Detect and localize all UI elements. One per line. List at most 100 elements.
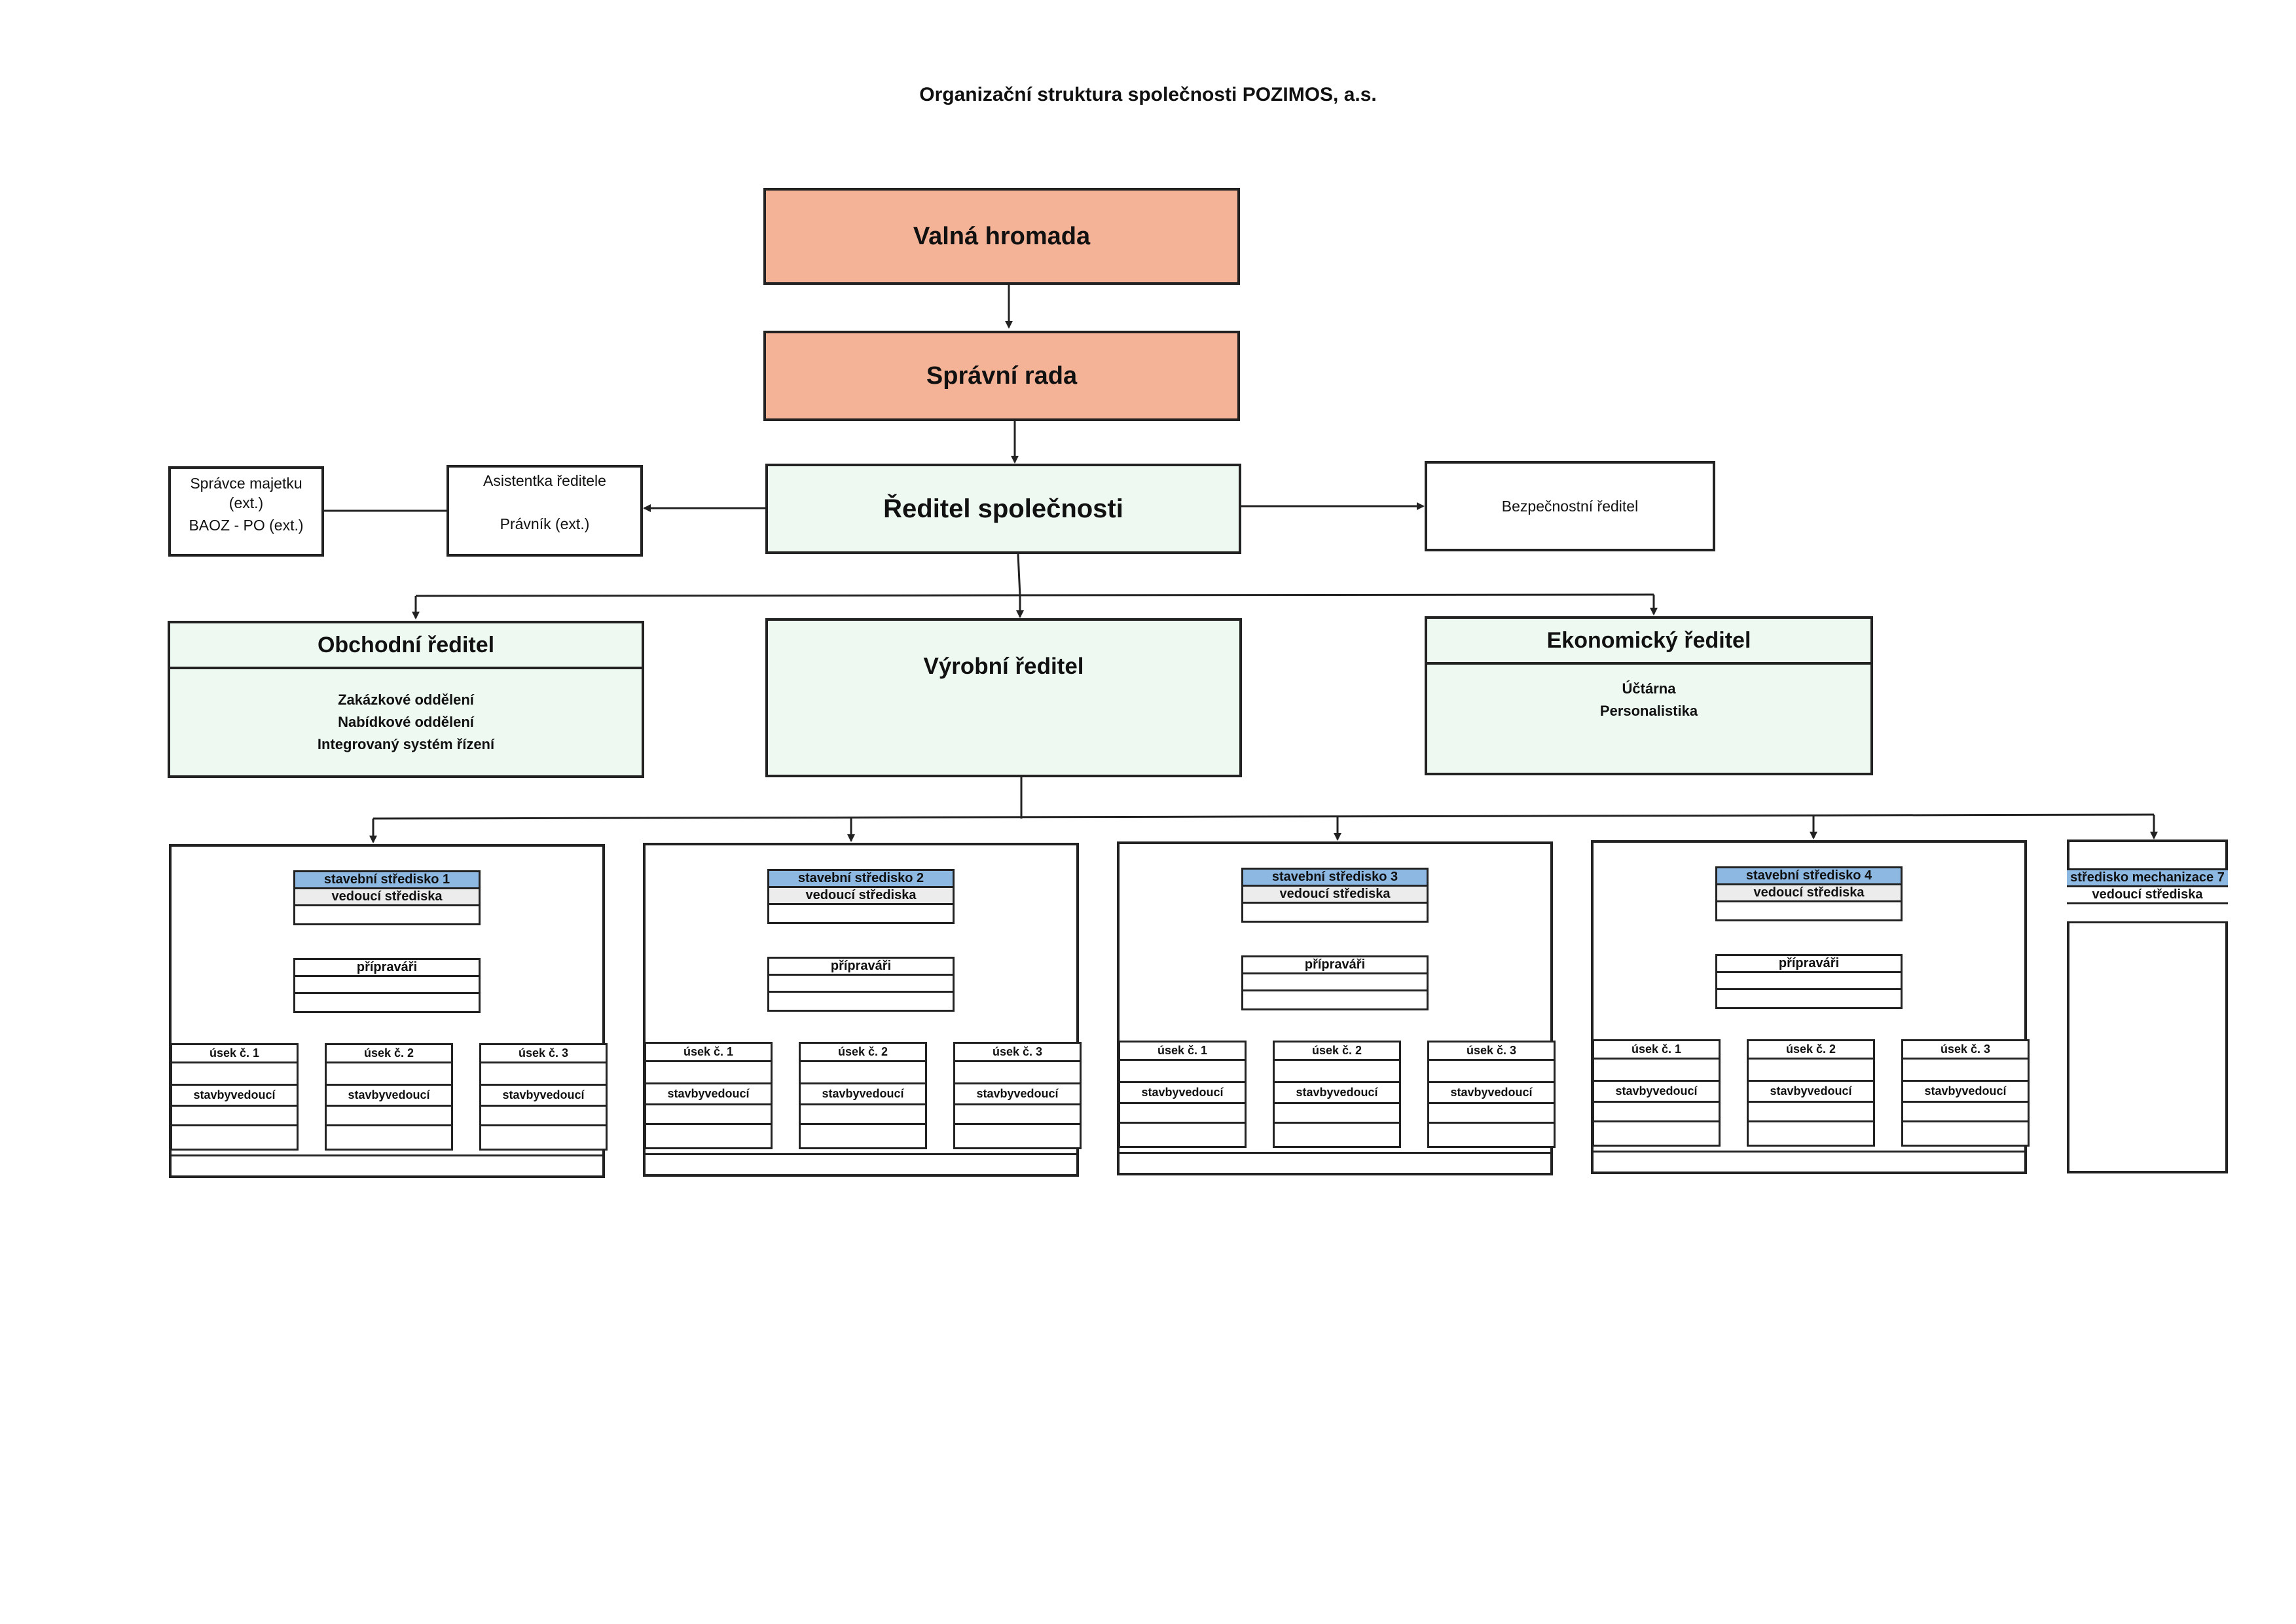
section-empty-row — [1749, 1122, 1873, 1142]
preparers-table: přípraváři — [1715, 954, 1903, 1009]
section-empty-row — [481, 1126, 606, 1146]
production-director-title: Výrobní ředitel — [923, 654, 1084, 679]
section-empty-row — [172, 1107, 297, 1126]
section-empty-row — [801, 1125, 925, 1145]
section-empty-row — [646, 1105, 771, 1125]
centre-bottom-divider — [1120, 1152, 1550, 1154]
centre-name: stavební středisko 1 — [295, 872, 479, 889]
site-manager: stavbyvedoucí — [481, 1086, 606, 1107]
general-meeting-box: Valná hromada — [763, 188, 1240, 285]
connector-centres-bus — [373, 813, 2155, 820]
section-empty-row — [1120, 1104, 1245, 1124]
centre-empty-row — [1243, 904, 1427, 921]
centre-head: vedoucí střediska — [1243, 887, 1427, 904]
accounting-department: Účtárna — [1622, 680, 1676, 697]
property-manager-label: Správce majetku — [190, 475, 302, 492]
section-empty-row — [1429, 1124, 1554, 1143]
site-manager: stavbyvedoucí — [327, 1086, 451, 1107]
preparers-empty-row — [1243, 974, 1427, 991]
section-2-table: úsek č. 2 stavbyvedoucí — [325, 1043, 453, 1151]
section-empty-row — [1594, 1103, 1719, 1122]
section-name: úsek č. 1 — [646, 1044, 771, 1062]
section-name: úsek č. 2 — [327, 1045, 451, 1063]
security-director-label: Bezpečnostní ředitel — [1501, 497, 1639, 515]
site-manager: stavbyvedoucí — [1903, 1082, 2028, 1103]
section-empty-row — [1903, 1103, 2028, 1122]
preparers-label: přípraváři — [769, 959, 953, 976]
section-empty-row — [955, 1105, 1080, 1125]
offer-department: Nabídkové oddělení — [338, 714, 474, 730]
preparers-table: přípraváři — [1241, 955, 1429, 1010]
section-empty-row — [481, 1063, 606, 1086]
section-empty-row — [327, 1107, 451, 1126]
section-empty-row — [172, 1126, 297, 1146]
preparers-empty-row — [769, 976, 953, 993]
site-manager: stavbyvedoucí — [1594, 1082, 1719, 1103]
site-manager: stavbyvedoucí — [1120, 1083, 1245, 1104]
preparers-empty-row — [1717, 990, 1901, 1007]
section-empty-row — [1749, 1060, 1873, 1082]
commercial-director-box: Obchodní ředitel Zakázkové oddělení Nabí… — [168, 621, 644, 778]
assistant-label: Asistentka ředitele — [483, 472, 606, 489]
section-name: úsek č. 3 — [1429, 1043, 1554, 1061]
mechanization-centre-empty-row — [2067, 904, 2228, 921]
assistant-lawyer-box: Asistentka ředitele Právník (ext.) — [446, 465, 643, 557]
preparers-label: přípraváři — [1243, 957, 1427, 974]
centre-empty-row — [295, 906, 479, 923]
preparers-table: přípraváři — [767, 957, 955, 1012]
site-manager: stavbyvedoucí — [1429, 1083, 1554, 1104]
section-empty-row — [481, 1107, 606, 1126]
preparers-table: přípraváři — [293, 958, 481, 1013]
security-director-box: Bezpečnostní ředitel — [1425, 461, 1715, 551]
economic-director-box: Ekonomický ředitel Účtárna Personalistik… — [1425, 616, 1873, 775]
preparers-label: přípraváři — [1717, 956, 1901, 973]
section-name: úsek č. 2 — [1275, 1043, 1399, 1061]
section-empty-row — [327, 1063, 451, 1086]
baoz-po-label: BAOZ - PO (ext.) — [189, 517, 304, 534]
section-name: úsek č. 3 — [481, 1045, 606, 1063]
section-empty-row — [646, 1125, 771, 1145]
section-empty-row — [327, 1126, 451, 1146]
section-empty-row — [1903, 1122, 2028, 1142]
section-empty-row — [1120, 1061, 1245, 1083]
section-empty-row — [1594, 1122, 1719, 1142]
hr-department: Personalistika — [1599, 703, 1698, 719]
site-manager: stavbyvedoucí — [1275, 1083, 1399, 1104]
section-empty-row — [1275, 1124, 1399, 1143]
connector-directors-bus — [415, 593, 1654, 597]
lawyer-label: Právník (ext.) — [500, 515, 590, 532]
preparers-label: přípraváři — [295, 960, 479, 977]
section-name: úsek č. 3 — [955, 1044, 1080, 1062]
ceo-label: Ředitel společnosti — [883, 494, 1123, 523]
section-empty-row — [172, 1063, 297, 1086]
order-department: Zakázkové oddělení — [338, 692, 474, 708]
centre-bottom-divider — [1594, 1151, 2024, 1153]
section-name: úsek č. 2 — [1749, 1041, 1873, 1060]
section-empty-row — [801, 1062, 925, 1084]
preparers-empty-row — [295, 977, 479, 994]
connector-ceo-bus — [1017, 553, 1021, 597]
preparers-empty-row — [1717, 973, 1901, 990]
centre-empty-row — [769, 905, 953, 922]
section-empty-row — [955, 1125, 1080, 1145]
section-name: úsek č. 2 — [801, 1044, 925, 1062]
centre-name: stavební středisko 2 — [769, 871, 953, 888]
mechanization-top-space — [2069, 842, 2225, 864]
preparers-empty-row — [769, 993, 953, 1010]
commercial-director-title: Obchodní ředitel — [170, 623, 642, 669]
mechanization-centre-name: středisko mechanizace 7 — [2067, 870, 2228, 887]
property-manager-ext-label: (ext.) — [228, 494, 264, 511]
centre-empty-row — [1717, 902, 1901, 919]
section-name: úsek č. 1 — [1594, 1041, 1719, 1060]
